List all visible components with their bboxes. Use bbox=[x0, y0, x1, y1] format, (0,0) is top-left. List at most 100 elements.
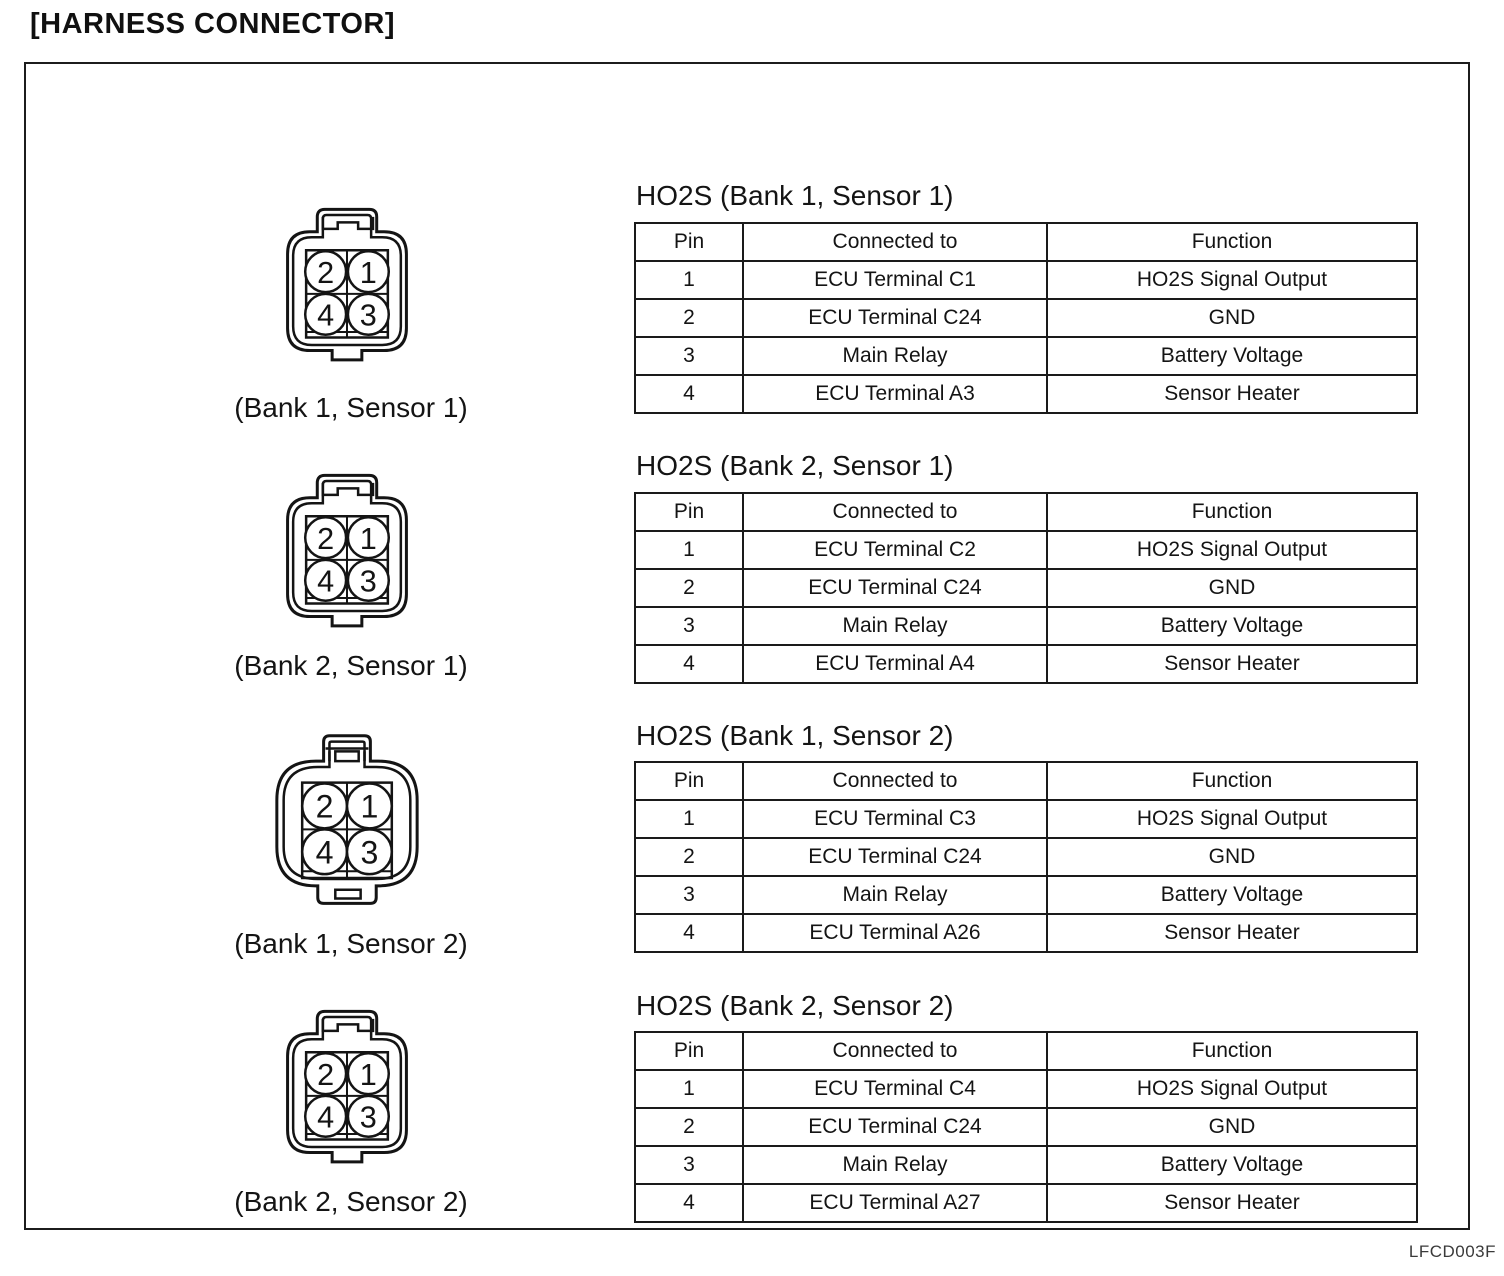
function-cell: GND bbox=[1046, 298, 1418, 338]
pin-cell: 3 bbox=[634, 336, 744, 376]
col-header-connected-to: Connected to bbox=[742, 492, 1048, 532]
table-row: 2 ECU Terminal C24 GND bbox=[634, 837, 1418, 877]
pin-number: 3 bbox=[360, 1100, 377, 1134]
function-cell: Sensor Heater bbox=[1046, 374, 1418, 414]
col-header-function: Function bbox=[1046, 222, 1418, 262]
pin-cell: 4 bbox=[634, 913, 744, 953]
table-row: 4 ECU Terminal A3 Sensor Heater bbox=[634, 374, 1418, 414]
pin-number: 4 bbox=[316, 834, 334, 870]
connector-caption: (Bank 2, Sensor 2) bbox=[234, 1186, 468, 1217]
table-row: 4 ECU Terminal A26 Sensor Heater bbox=[634, 913, 1418, 953]
pin-cell: 2 bbox=[634, 837, 744, 877]
connected-to-cell: Main Relay bbox=[742, 1145, 1048, 1185]
connector-drawing-bank1-sensor2: 2 1 4 3 bbox=[271, 728, 423, 913]
figure-code: LFCD003F bbox=[1408, 1242, 1496, 1261]
pin-number: 2 bbox=[317, 256, 334, 290]
connector-caption: (Bank 1, Sensor 1) bbox=[234, 392, 468, 423]
content-frame: 2 1 4 3 (Bank 1, Sensor 1) 2 bbox=[24, 62, 1470, 1230]
connector-drawing-bank1-sensor1: 2 1 4 3 bbox=[282, 202, 412, 365]
pin-number: 1 bbox=[360, 522, 377, 556]
pin-number: 4 bbox=[317, 1100, 334, 1134]
latch-detail bbox=[323, 1019, 373, 1031]
connected-to-cell: ECU Terminal A27 bbox=[742, 1183, 1048, 1223]
col-header-pin: Pin bbox=[634, 1031, 744, 1071]
connected-to-cell: ECU Terminal C24 bbox=[742, 568, 1048, 608]
bottom-slot bbox=[335, 890, 360, 899]
connected-to-cell: ECU Terminal A3 bbox=[742, 374, 1048, 414]
table-header-row: Pin Connected to Function bbox=[634, 761, 1418, 801]
table-header-row: Pin Connected to Function bbox=[634, 492, 1418, 532]
pin-number: 4 bbox=[317, 564, 334, 598]
col-header-function: Function bbox=[1046, 492, 1418, 532]
function-cell: HO2S Signal Output bbox=[1046, 530, 1418, 570]
connected-to-cell: ECU Terminal C24 bbox=[742, 837, 1048, 877]
pinout-table-bank2-sensor1: Pin Connected to Function 1 ECU Terminal… bbox=[634, 492, 1418, 684]
connected-to-cell: ECU Terminal C24 bbox=[742, 298, 1048, 338]
connected-to-cell: ECU Terminal C2 bbox=[742, 530, 1048, 570]
pinout-table-bank2-sensor2: Pin Connected to Function 1 ECU Terminal… bbox=[634, 1031, 1418, 1223]
pin-number: 1 bbox=[360, 789, 378, 825]
connector-drawing-bank2-sensor2: 2 1 4 3 bbox=[282, 1004, 412, 1167]
connector-caption: (Bank 2, Sensor 1) bbox=[234, 650, 468, 681]
pin-cell: 1 bbox=[634, 260, 744, 300]
pin-number: 3 bbox=[360, 298, 377, 332]
connected-to-cell: ECU Terminal A26 bbox=[742, 913, 1048, 953]
col-header-pin: Pin bbox=[634, 222, 744, 262]
connected-to-cell: Main Relay bbox=[742, 875, 1048, 915]
pin-number: 3 bbox=[360, 564, 377, 598]
connected-to-cell: Main Relay bbox=[742, 336, 1048, 376]
table-header-row: Pin Connected to Function bbox=[634, 222, 1418, 262]
pin-cell: 3 bbox=[634, 875, 744, 915]
function-cell: Sensor Heater bbox=[1046, 644, 1418, 684]
table-row: 2 ECU Terminal C24 GND bbox=[634, 568, 1418, 608]
pin-number: 3 bbox=[360, 834, 378, 870]
table-header-row: Pin Connected to Function bbox=[634, 1031, 1418, 1071]
latch-detail bbox=[323, 483, 373, 495]
connected-to-cell: ECU Terminal A4 bbox=[742, 644, 1048, 684]
pin-cell: 2 bbox=[634, 298, 744, 338]
table-row: 1 ECU Terminal C2 HO2S Signal Output bbox=[634, 530, 1418, 570]
pinout-table-bank1-sensor1: Pin Connected to Function 1 ECU Terminal… bbox=[634, 222, 1418, 414]
function-cell: Battery Voltage bbox=[1046, 606, 1418, 646]
pin-number: 4 bbox=[317, 298, 334, 332]
table-row: 1 ECU Terminal C3 HO2S Signal Output bbox=[634, 799, 1418, 839]
table-title-bank1-sensor1: HO2S (Bank 1, Sensor 1) bbox=[636, 180, 954, 211]
pin-cell: 4 bbox=[634, 644, 744, 684]
function-cell: HO2S Signal Output bbox=[1046, 799, 1418, 839]
pin-cell: 4 bbox=[634, 1183, 744, 1223]
pin-number: 1 bbox=[360, 1058, 377, 1092]
table-row: 2 ECU Terminal C24 GND bbox=[634, 298, 1418, 338]
pin-number: 2 bbox=[317, 522, 334, 556]
col-header-function: Function bbox=[1046, 761, 1418, 801]
function-cell: Battery Voltage bbox=[1046, 875, 1418, 915]
col-header-connected-to: Connected to bbox=[742, 222, 1048, 262]
col-header-connected-to: Connected to bbox=[742, 1031, 1048, 1071]
function-cell: GND bbox=[1046, 837, 1418, 877]
col-header-function: Function bbox=[1046, 1031, 1418, 1071]
table-row: 3 Main Relay Battery Voltage bbox=[634, 336, 1418, 376]
col-header-pin: Pin bbox=[634, 492, 744, 532]
col-header-pin: Pin bbox=[634, 761, 744, 801]
connected-to-cell: ECU Terminal C3 bbox=[742, 799, 1048, 839]
table-row: 1 ECU Terminal C1 HO2S Signal Output bbox=[634, 260, 1418, 300]
function-cell: Battery Voltage bbox=[1046, 1145, 1418, 1185]
pin-cell: 1 bbox=[634, 530, 744, 570]
pin-cell: 3 bbox=[634, 606, 744, 646]
connected-to-cell: ECU Terminal C24 bbox=[742, 1107, 1048, 1147]
pin-cell: 1 bbox=[634, 1069, 744, 1109]
connected-to-cell: ECU Terminal C4 bbox=[742, 1069, 1048, 1109]
pin-cell: 2 bbox=[634, 568, 744, 608]
pin-cell: 4 bbox=[634, 374, 744, 414]
function-cell: Sensor Heater bbox=[1046, 913, 1418, 953]
table-row: 2 ECU Terminal C24 GND bbox=[634, 1107, 1418, 1147]
table-row: 3 Main Relay Battery Voltage bbox=[634, 1145, 1418, 1185]
connector-icon: 2 1 4 3 bbox=[282, 1004, 412, 1167]
connected-to-cell: Main Relay bbox=[742, 606, 1048, 646]
pin-number: 2 bbox=[317, 1058, 334, 1092]
function-cell: HO2S Signal Output bbox=[1046, 1069, 1418, 1109]
latch-detail bbox=[323, 217, 373, 229]
function-cell: HO2S Signal Output bbox=[1046, 260, 1418, 300]
connector-icon: 2 1 4 3 bbox=[282, 202, 412, 365]
col-header-connected-to: Connected to bbox=[742, 761, 1048, 801]
